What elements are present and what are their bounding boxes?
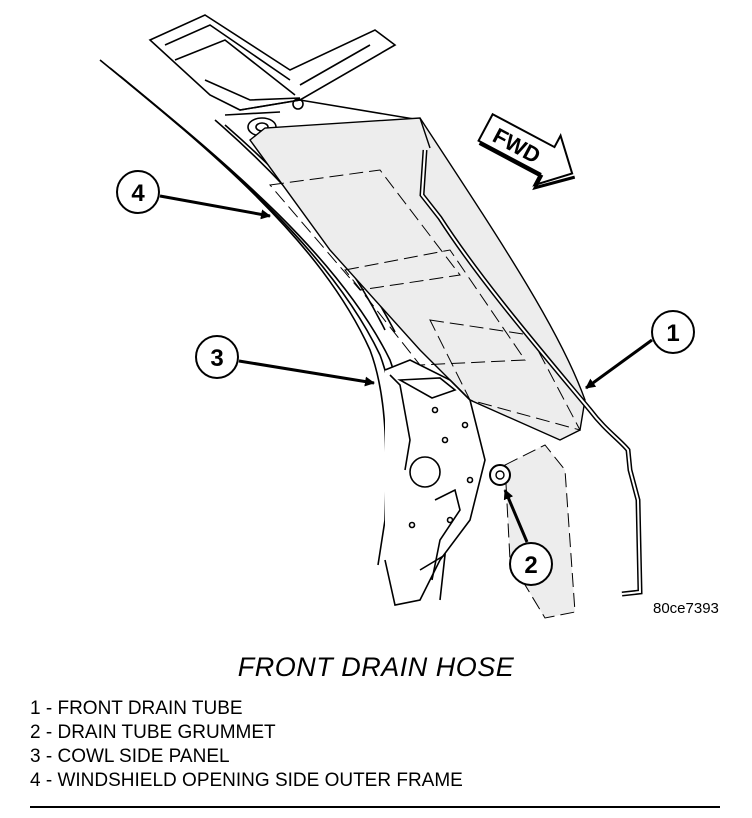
roof-structure (148, 14, 421, 137)
lower-panel (504, 444, 576, 619)
parts-legend: 1 - FRONT DRAIN TUBE 2 - DRAIN TUBE GRUM… (30, 697, 463, 793)
interior-panel (249, 117, 586, 441)
drain-tube-grummet (489, 464, 511, 486)
callout-1: 1 (585, 310, 695, 390)
figure-id: 80ce7393 (653, 600, 719, 617)
front-drain-tube (419, 117, 643, 597)
bottom-rule (30, 806, 720, 808)
legend-number: 1 (30, 698, 41, 719)
legend-label: FRONT DRAIN TUBE (57, 698, 243, 719)
callout-4: 4 (116, 170, 271, 220)
cowl-side-panel (384, 359, 486, 606)
drain-hose-diagram: FWD 4 3 1 2 (99, 14, 695, 619)
legend-label: DRAIN TUBE GRUMMET (57, 722, 276, 743)
legend-item: 2 - DRAIN TUBE GRUMMET (30, 722, 276, 743)
legend-number: 2 (30, 722, 41, 743)
legend-number: 4 (30, 770, 41, 791)
callout-3-number: 3 (210, 345, 223, 372)
legend-number: 3 (30, 746, 41, 767)
legend-item: 4 - WINDSHIELD OPENING SIDE OUTER FRAME (30, 770, 463, 791)
legend-item: 3 - COWL SIDE PANEL (30, 746, 230, 767)
callout-4-number: 4 (131, 180, 145, 207)
legend-item: 1 - FRONT DRAIN TUBE (30, 698, 243, 719)
legend-label: WINDSHIELD OPENING SIDE OUTER FRAME (57, 770, 463, 791)
callout-1-number: 1 (666, 320, 679, 347)
callout-2: 2 (503, 489, 553, 586)
figure-caption: FRONT DRAIN HOSE (237, 652, 515, 682)
legend-label: COWL SIDE PANEL (57, 746, 230, 767)
callout-3: 3 (195, 335, 375, 387)
fwd-arrow: FWD (477, 112, 576, 191)
callout-2-number: 2 (524, 552, 537, 579)
